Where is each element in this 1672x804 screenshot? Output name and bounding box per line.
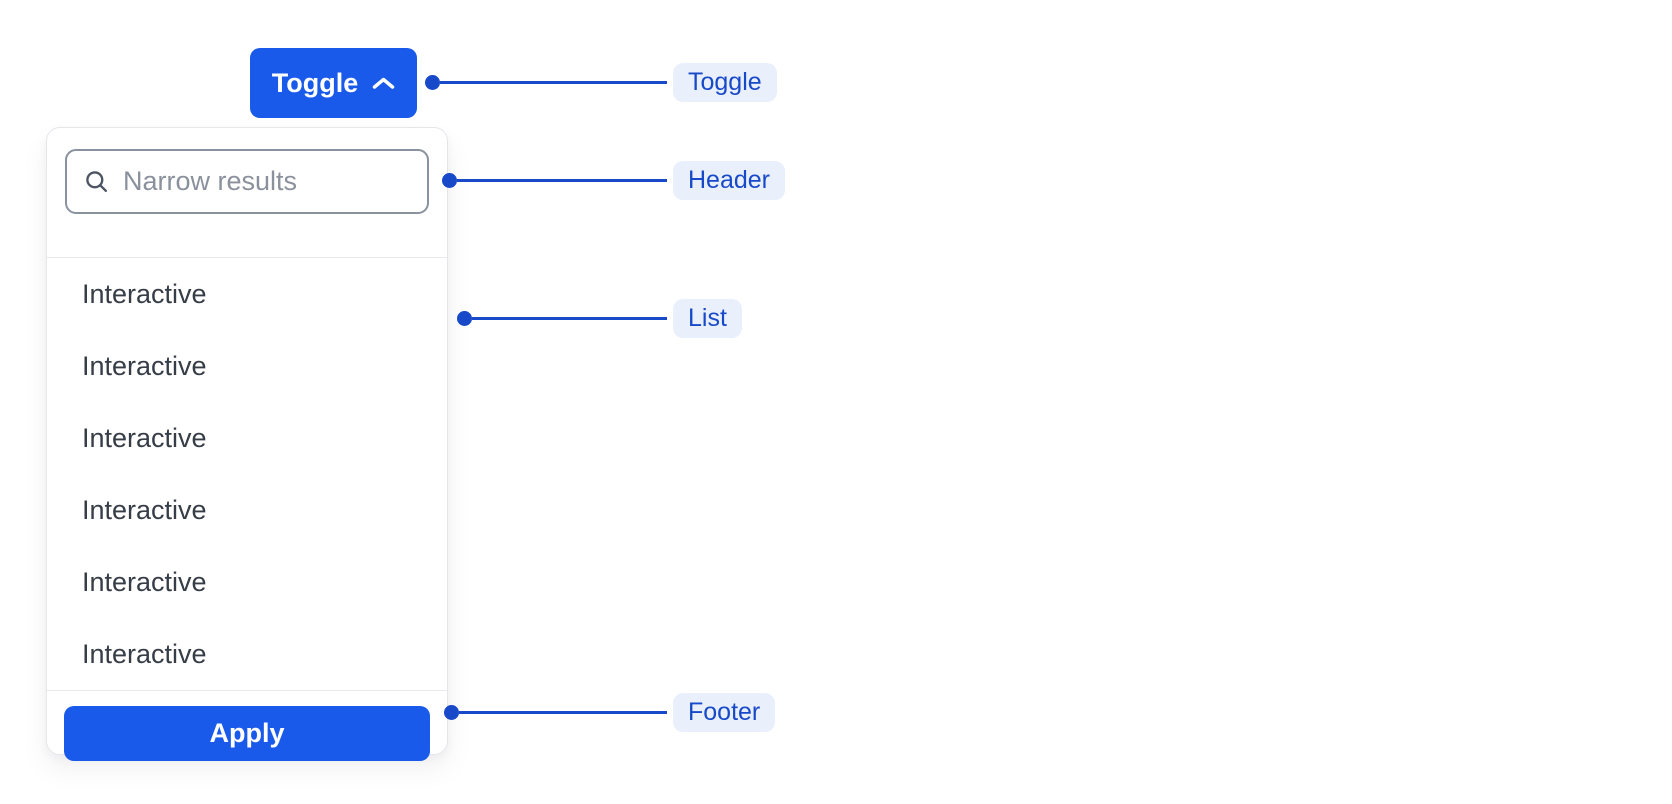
annotation-dot — [442, 172, 457, 188]
annotation-label-list: List — [673, 298, 742, 338]
options-list: Interactive Interactive Interactive Inte… — [47, 258, 447, 690]
list-item-label: Interactive — [82, 566, 207, 597]
annotation-line — [457, 178, 667, 182]
search-icon — [83, 168, 110, 195]
list-item[interactable]: Interactive — [47, 618, 447, 690]
annotation-list: List — [457, 298, 742, 338]
annotation-header: Header — [442, 160, 785, 200]
list-item[interactable]: Interactive — [47, 402, 447, 474]
toggle-button[interactable]: Toggle — [250, 48, 417, 118]
list-item[interactable]: Interactive — [47, 258, 447, 330]
annotation-label-footer: Footer — [673, 692, 776, 732]
list-item-label: Interactive — [82, 278, 207, 309]
list-item[interactable]: Interactive — [47, 330, 447, 402]
panel-header — [47, 149, 447, 258]
annotation-dot — [425, 74, 440, 90]
annotation-label-toggle: Toggle — [673, 62, 777, 102]
list-item[interactable]: Interactive — [47, 474, 447, 546]
annotation-dot — [444, 704, 459, 720]
annotation-line — [440, 80, 667, 84]
annotation-dot — [457, 310, 472, 326]
apply-button-label: Apply — [209, 718, 285, 748]
panel-footer: Apply — [47, 690, 447, 777]
chevron-up-icon — [372, 77, 395, 90]
annotation-line — [472, 316, 667, 320]
annotation-toggle: Toggle — [425, 62, 777, 102]
list-item-label: Interactive — [82, 350, 207, 381]
toggle-button-label: Toggle — [271, 67, 359, 98]
dropdown-panel: Interactive Interactive Interactive Inte… — [46, 127, 448, 761]
list-item-label: Interactive — [82, 638, 207, 669]
search-input[interactable] — [123, 166, 411, 197]
annotation-footer: Footer — [444, 692, 776, 732]
search-box — [65, 149, 429, 214]
list-item-label: Interactive — [82, 422, 207, 453]
apply-button[interactable]: Apply — [64, 706, 430, 761]
annotation-line — [459, 710, 667, 714]
list-item-label: Interactive — [82, 494, 207, 525]
annotation-label-header: Header — [673, 160, 785, 200]
list-item[interactable]: Interactive — [47, 546, 447, 618]
